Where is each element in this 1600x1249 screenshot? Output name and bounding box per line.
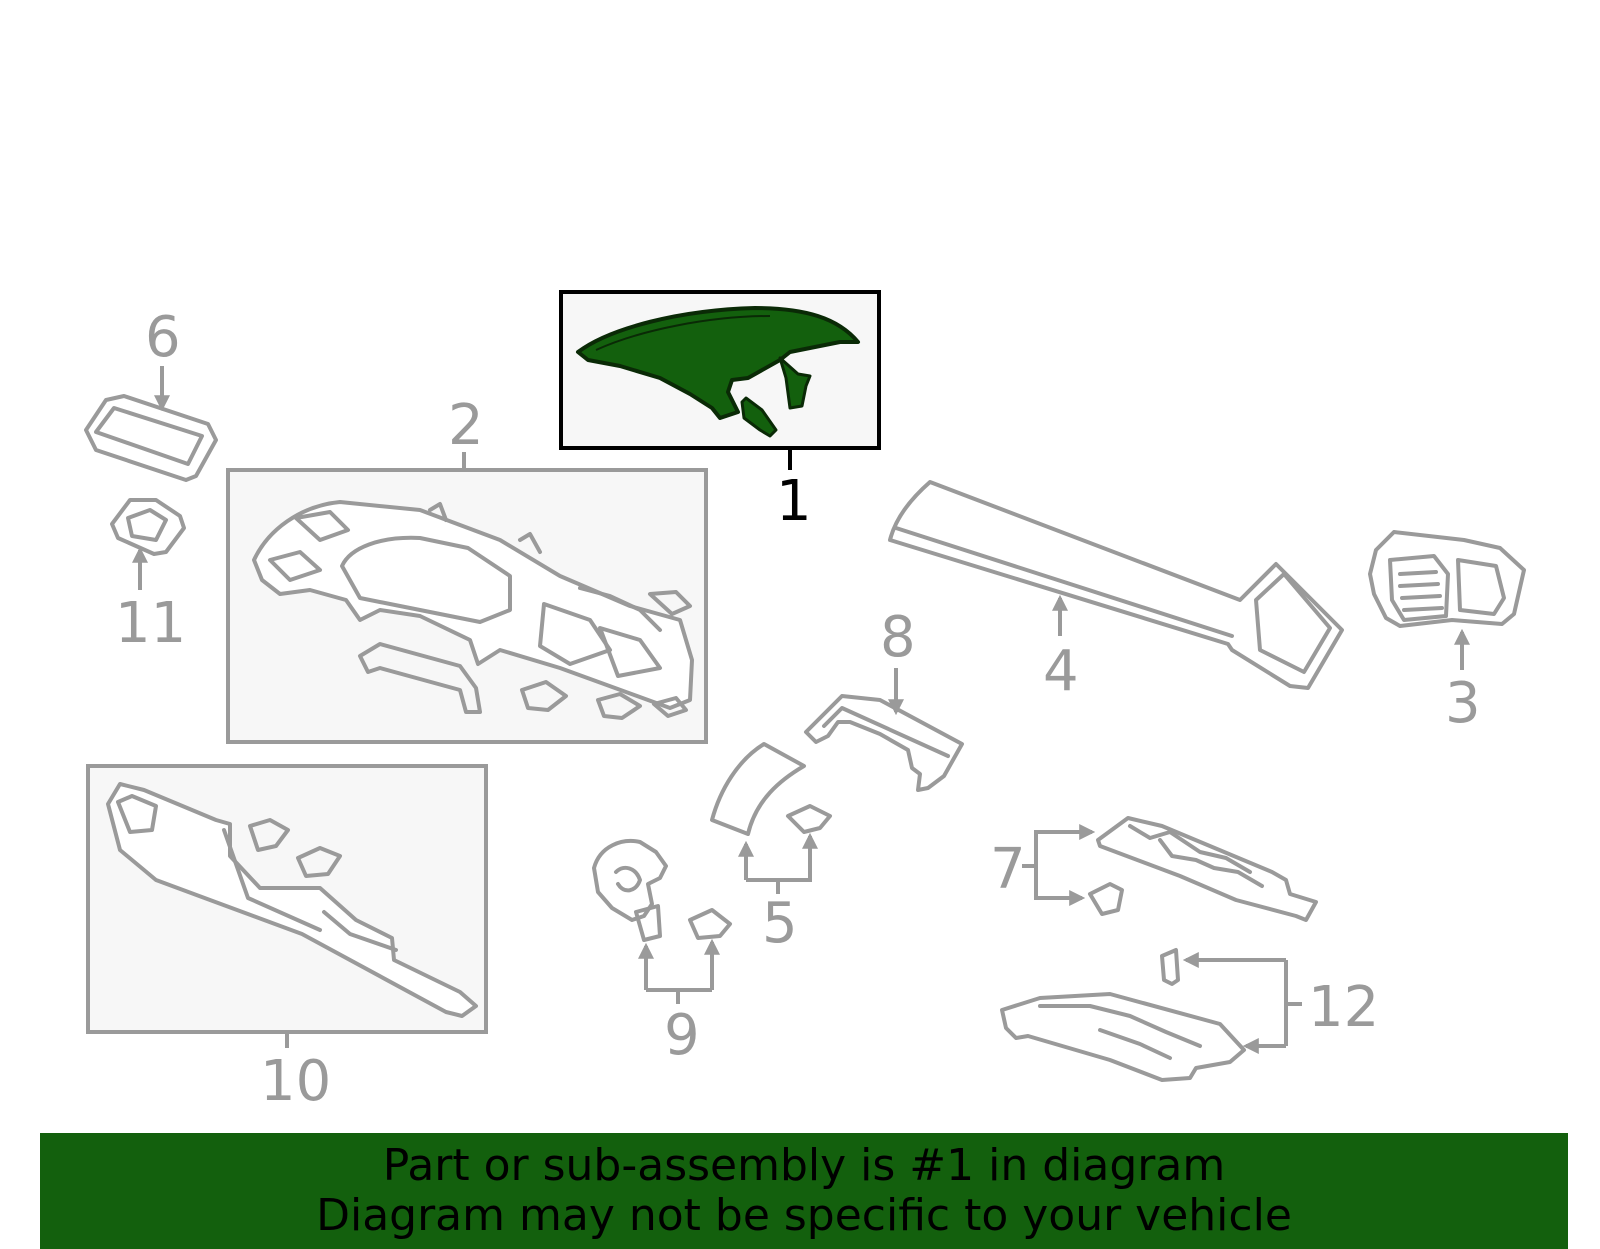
callout-11: 11: [115, 591, 186, 656]
part-3-air-vent[interactable]: [1368, 530, 1526, 628]
part-1-group[interactable]: 1: [559, 290, 881, 534]
part-9-clip-set[interactable]: [592, 839, 732, 942]
part-8-trim[interactable]: [804, 694, 964, 792]
part-12-group[interactable]: 12: [1000, 948, 1379, 1082]
part-10-group[interactable]: 10: [86, 764, 488, 1114]
banner-line-1: Part or sub-assembly is #1 in diagram: [382, 1140, 1226, 1191]
part-11-group[interactable]: 11: [110, 498, 186, 656]
part-9-group[interactable]: 9: [592, 839, 732, 1068]
part-11-switch[interactable]: [110, 498, 186, 556]
part-3-group[interactable]: 3: [1368, 530, 1526, 736]
part-2-group[interactable]: 2: [226, 393, 708, 744]
callout-12: 12: [1308, 975, 1379, 1040]
part-8-group[interactable]: 8: [804, 605, 964, 792]
banner-line-2: Diagram may not be specific to your vehi…: [316, 1190, 1292, 1241]
part-2-instrument-panel[interactable]: [252, 500, 694, 720]
callout-8: 8: [880, 605, 916, 670]
part-6-bezel[interactable]: [84, 394, 218, 482]
part-9-leader: [646, 988, 712, 1004]
part-12-leader: [1284, 960, 1302, 1046]
part-7-bracket[interactable]: [1088, 816, 1318, 922]
callout-3: 3: [1445, 671, 1481, 736]
callout-7: 7: [990, 837, 1026, 902]
callout-1: 1: [776, 469, 812, 534]
callout-5: 5: [762, 891, 798, 956]
part-5-trim-panel[interactable]: [710, 742, 832, 836]
part-5-leader: [744, 838, 812, 894]
part-5-group[interactable]: 5: [710, 742, 832, 956]
callout-10: 10: [260, 1049, 331, 1114]
part-7-leader: [1022, 830, 1038, 900]
callout-2: 2: [448, 393, 484, 458]
part-12-bracket-set[interactable]: [1000, 948, 1246, 1082]
callout-9: 9: [664, 1003, 700, 1068]
callout-4: 4: [1043, 639, 1079, 704]
part-1-dash-cover[interactable]: [576, 306, 860, 438]
part-4-dash-trim[interactable]: [888, 480, 1344, 690]
info-banner: Part or sub-assembly is #1 in diagram Di…: [40, 1133, 1568, 1249]
part-7-group[interactable]: 7: [990, 816, 1318, 922]
part-6-group[interactable]: 6: [84, 305, 218, 482]
callout-6: 6: [145, 305, 181, 370]
part-10-lower-panel[interactable]: [106, 782, 478, 1018]
part-4-group[interactable]: 4: [888, 480, 1344, 704]
